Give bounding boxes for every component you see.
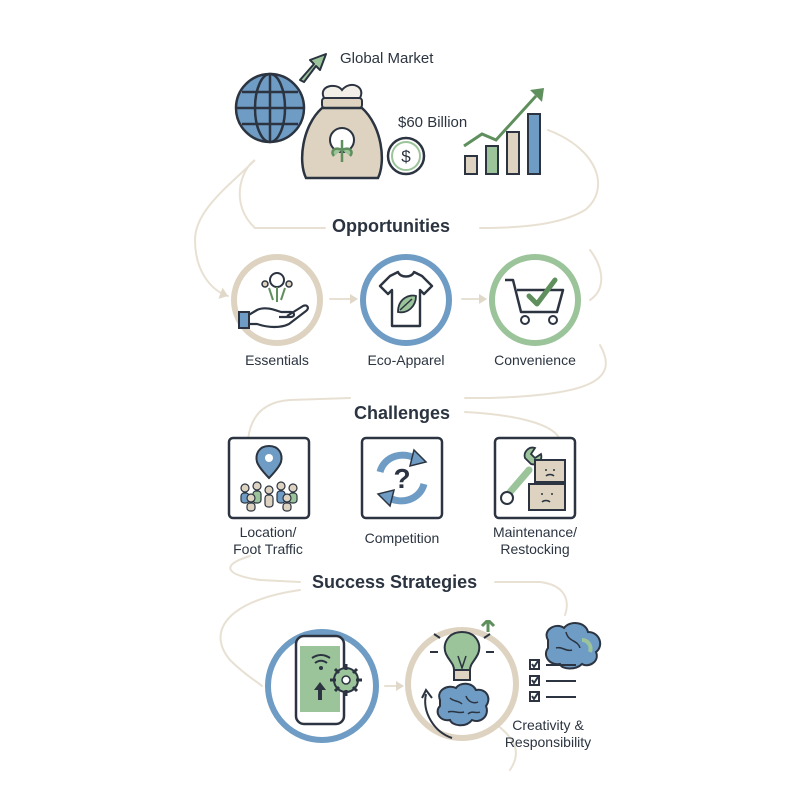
- brain-checklist-icon: [529, 622, 602, 702]
- lightbulb-brain-icon: [405, 620, 519, 741]
- opportunity-label: Essentials: [245, 352, 309, 368]
- arrow-up-right-icon: [299, 53, 327, 83]
- globe-icon: [234, 72, 306, 144]
- market-label: Global Market: [340, 50, 434, 67]
- smartphone-gear-icon: [265, 629, 379, 743]
- opportunity-label: Eco-Apparel: [367, 352, 445, 368]
- dollar-coin-icon: $: [386, 136, 426, 176]
- opportunity-label: Convenience: [494, 352, 576, 368]
- svg-text:$: $: [401, 147, 411, 166]
- challenge-label-line1: Maintenance/: [492, 524, 578, 540]
- strategy-label-line2: Responsibility: [504, 734, 592, 750]
- challenges-heading: Challenges: [354, 403, 451, 423]
- hand-with-cotton-icon: [231, 254, 323, 346]
- strategies-heading: Success Strategies: [312, 572, 478, 592]
- challenge-label-line2: Restocking: [500, 541, 570, 557]
- wrench-boxes-icon: [493, 436, 577, 520]
- shopping-cart-check-icon: [489, 254, 581, 346]
- challenge-label-line1: Location/: [239, 524, 297, 540]
- challenge-label-line2: Foot Traffic: [233, 541, 303, 557]
- challenge-label-line1: Competition: [364, 530, 440, 546]
- cotton-sack-icon: [300, 83, 384, 180]
- market-value: $60 Billion: [398, 114, 468, 131]
- question-cycle-icon: ?: [360, 436, 444, 520]
- opportunities-heading: Opportunities: [332, 216, 450, 236]
- location-crowd-icon: [227, 436, 311, 520]
- strategy-label-line1: Creativity &: [512, 717, 584, 733]
- growth-bar-chart-icon: [463, 88, 544, 175]
- tshirt-leaf-icon: [360, 254, 452, 346]
- svg-text:?: ?: [393, 463, 410, 494]
